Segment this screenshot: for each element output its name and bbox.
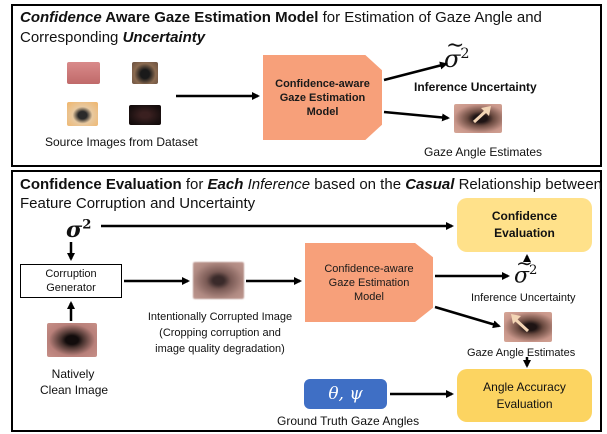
source-images-label: Source Images from Dataset <box>45 135 198 149</box>
source-eye-image-2 <box>132 62 158 84</box>
ground-truth-label: Ground Truth Gaze Angles <box>277 414 420 428</box>
corruption-generator-line2: Generator <box>46 282 96 294</box>
bottom-model-line1: Confidence-aware <box>324 262 414 275</box>
bottom-sigma-tilde-symbol: ∼σ2 <box>514 251 538 289</box>
clean-eye-image <box>47 323 97 357</box>
bottom-model-line2: Gaze Estimation <box>328 276 410 289</box>
corrupted-eye-image <box>193 262 244 299</box>
angle-accuracy-evaluation-box: Angle Accuracy Evaluation <box>457 369 592 422</box>
top-model-line1: Confidence-aware <box>275 77 370 90</box>
top-inference-label: Inference Uncertainty <box>414 80 537 94</box>
ground-truth-symbol: θ, ψ <box>328 384 363 404</box>
bottom-title-line1: Confidence Evaluation for Each Inference… <box>20 176 603 193</box>
bottom-gaze-label: Gaze Angle Estimates <box>467 347 576 359</box>
angle-accuracy-line1: Angle Accuracy <box>483 379 566 394</box>
top-sigma-symbol: ∼σ2 <box>444 33 470 73</box>
bottom-title-line2: Feature Corruption and Uncertainty <box>20 195 256 212</box>
source-eye-image-1 <box>67 62 100 84</box>
top-model-line3: Model <box>306 105 339 118</box>
top-gaze-label: Gaze Angle Estimates <box>424 145 543 159</box>
corruption-generator-line1: Corruption <box>45 268 97 280</box>
ground-truth-box: θ, ψ <box>304 379 387 409</box>
angle-accuracy-line2: Evaluation <box>496 396 553 411</box>
bottom-gaze-eye-image <box>504 312 552 342</box>
top-title-line1: Confidence Aware Gaze Estimation Model f… <box>20 9 542 26</box>
source-eye-image-4 <box>129 105 161 125</box>
bottom-model-box: Confidence-aware Gaze Estimation Model <box>305 243 433 322</box>
top-model-line2: Gaze Estimation <box>279 91 366 104</box>
bottom-inference-label: Inference Uncertainty <box>471 292 576 304</box>
top-model-box: Confidence-aware Gaze Estimation Model <box>263 55 382 140</box>
corruption-generator-box: Corruption Generator <box>20 264 122 298</box>
confidence-evaluation-line2: Evaluation <box>494 226 555 240</box>
confidence-evaluation-line1: Confidence <box>491 209 558 223</box>
confidence-evaluation-box: Confidence Evaluation <box>457 198 592 252</box>
top-title-line2: Corresponding Uncertainty <box>20 29 206 46</box>
natively-clean-label: Natively Clean Image <box>40 367 109 397</box>
source-eye-image-3 <box>67 102 98 126</box>
bottom-sigma-symbol: σ2 <box>66 217 92 243</box>
corrupted-image-label: Intentionally Corrupted Image (Cropping … <box>147 311 293 355</box>
bottom-model-line3: Model <box>354 290 384 303</box>
top-gaze-eye-image <box>454 104 502 133</box>
